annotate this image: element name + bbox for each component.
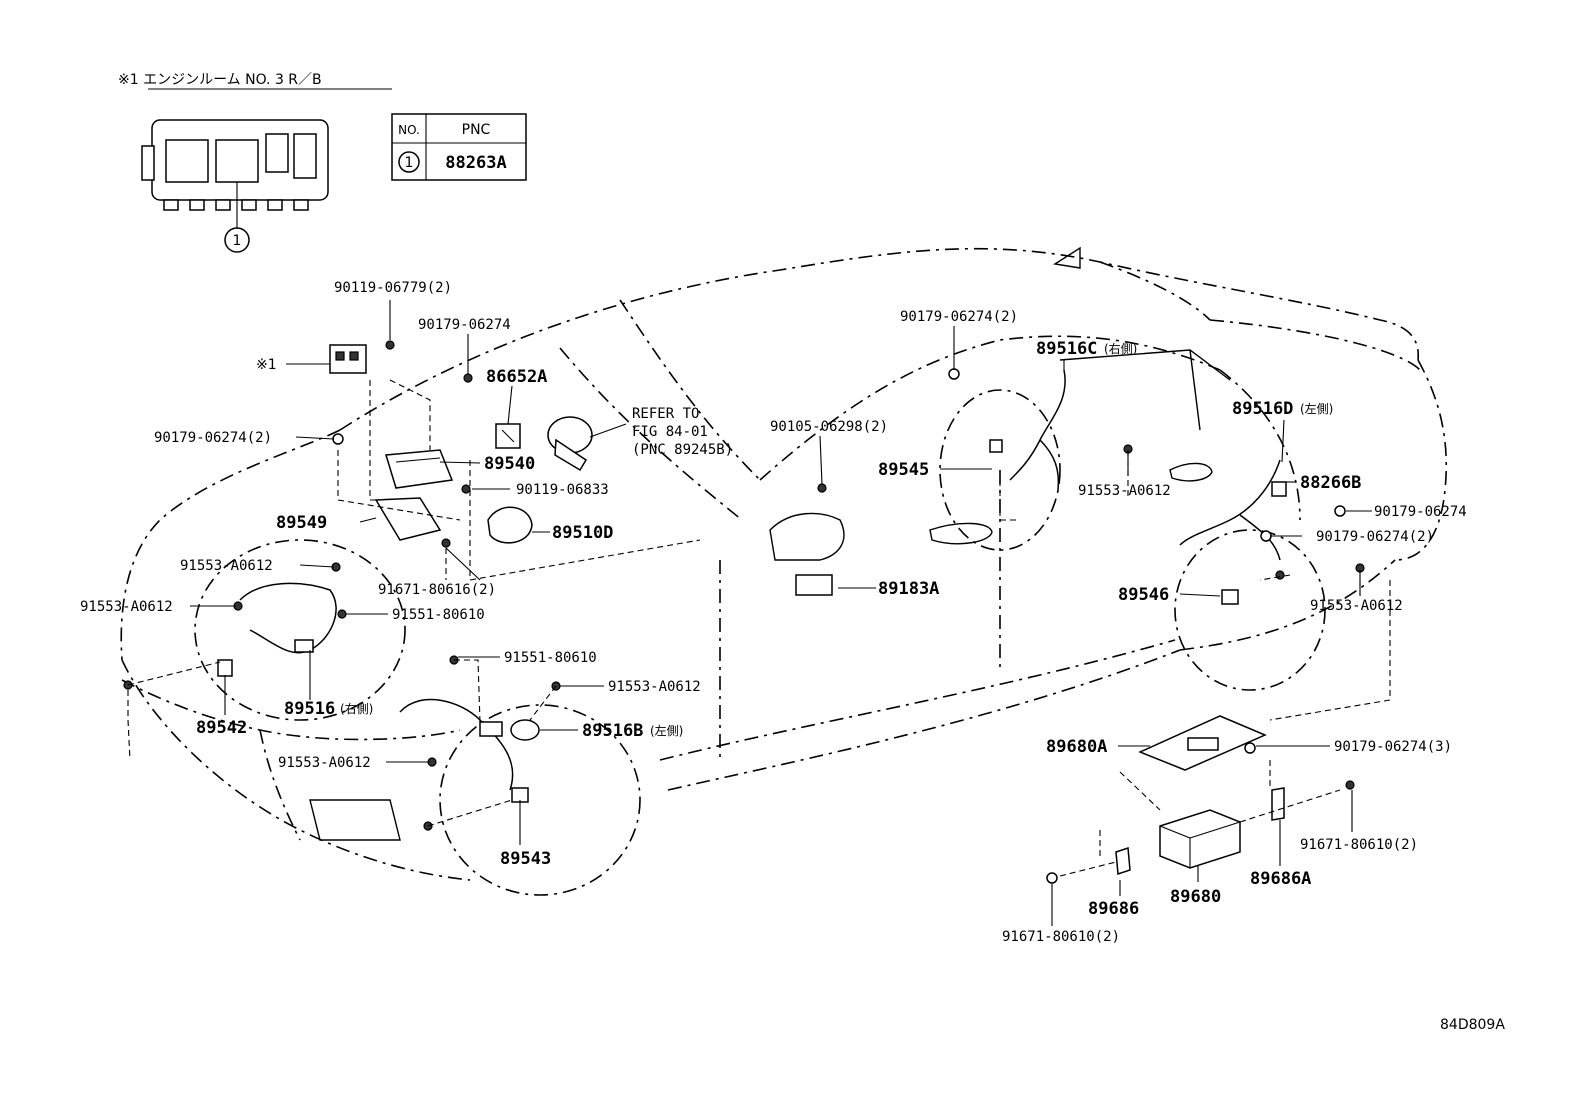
label-90179-06274-c: 90179-06274(2) [900,309,1018,325]
relay-block-icon [141,119,329,228]
label-90119-06833: 90119-06833 [516,482,609,498]
label-89545: 89545 [878,460,929,480]
label-refer-fig: FIG 84-01 [632,424,708,440]
label-89516C: 89516C [1036,339,1097,359]
part-86652A-buzzer [495,423,521,449]
label-89510D: 89510D [552,523,613,543]
label-91551-80610-b: 91551-80610 [504,650,597,666]
label-89546: 89546 [1118,585,1169,605]
label-86652A: 86652A [486,367,547,387]
label-91671-80610-a: 91671-80610(2) [1300,837,1418,853]
part-89543-sensor [511,787,529,803]
label-89516: 89516 [284,699,335,719]
label-89516D: 89516D [1232,399,1293,419]
label-89516D-side: (左側) [1300,401,1333,416]
label-refer-to: REFER TO [632,406,699,422]
relay-block-header: ※1 エンジンルーム NO. 3 R／B 1 NO. [118,72,527,253]
label-ref-mark: ※1 [256,357,277,373]
pnc-table-row-pnc: 88263A [445,153,506,173]
label-91553-A0612-a: 91553-A0612 [180,558,273,574]
part-89686A-bracket [1271,787,1285,821]
label-91553-A0612-d: 91553-A0612 [278,755,371,771]
assembly-guides [127,379,1391,877]
label-89680: 89680 [1170,887,1221,907]
label-91553-A0612-f: 91553-A0612 [1310,598,1403,614]
label-90179-06274-f: 90179-06274(3) [1334,739,1452,755]
part-relay-block-small [329,344,367,374]
pnc-table-row-no: 1 [405,155,414,171]
part-89183A-mirror-module [795,574,833,596]
label-refer-pnc: (PNC 89245B) [632,442,733,458]
label-88266B: 88266B [1300,473,1361,493]
part-89516C-wire-rear-right [989,369,1066,491]
label-89183A: 89183A [878,579,939,599]
label-89540: 89540 [484,454,535,474]
label-89686A: 89686A [1250,869,1311,889]
part-labels: ※1 90119-06779(2) 90179-06274 86652A 901… [80,280,1505,1033]
leader-lines [190,300,1372,926]
part-89516-sensor-wire-front-right [239,582,337,654]
label-91553-A0612-c: 91553-A0612 [608,679,701,695]
part-89680-ecu [1159,809,1241,869]
part-89680A-cover [1138,715,1267,771]
label-90179-06274-d: 90179-06274 [1374,504,1467,520]
label-90105-06298: 90105-06298(2) [770,419,888,435]
label-89549: 89549 [276,513,327,533]
label-91553-A0612-b: 91553-A0612 [80,599,173,615]
part-89245B-clock-spring [547,416,593,472]
part-89510D-sensor [487,506,533,544]
part-89546-sensor [1221,589,1239,605]
label-89516B: 89516B [582,721,643,741]
label-89686: 89686 [1088,899,1139,919]
label-89516-side: (右側) [340,701,373,716]
part-89549-bracket [374,497,442,541]
car-body-outline [120,246,1448,896]
label-89543: 89543 [500,849,551,869]
label-91551-80610-a: 91551-80610 [392,607,485,623]
pnc-table-col-no: NO. [398,123,420,137]
pnc-table: NO. PNC 1 88263A [391,113,527,181]
circled-one-callout: 1 [224,227,250,253]
pnc-table-col-pnc: PNC [462,122,491,138]
figure-id: 84D809A [1440,1017,1505,1033]
label-91671-80610-b: 91671-80610(2) [1002,929,1120,945]
label-89542: 89542 [196,718,247,738]
label-89516C-side: (右側) [1104,341,1137,356]
label-90179-06274-e: 90179-06274(2) [1316,529,1434,545]
label-90179-06274-b: 90179-06274(2) [154,430,272,446]
part-89540-ecu [385,449,454,489]
label-91553-A0612-e: 91553-A0612 [1078,483,1171,499]
label-90179-06274-a: 90179-06274 [418,317,511,333]
circled-one-text: 1 [233,233,242,249]
fastener-markers [123,340,1365,884]
part-89516B-sensor-wire-front-left [399,698,540,791]
label-90119-06779: 90119-06779(2) [334,280,452,296]
label-91671-80616: 91671-80616(2) [378,582,496,598]
part-89516D-wire-rear-left [1179,459,1287,561]
label-89680A: 89680A [1046,737,1107,757]
relay-block-note: ※1 エンジンルーム NO. 3 R／B [118,72,322,88]
part-89686-bracket [1115,846,1131,876]
label-89516B-side: (左側) [650,723,683,738]
